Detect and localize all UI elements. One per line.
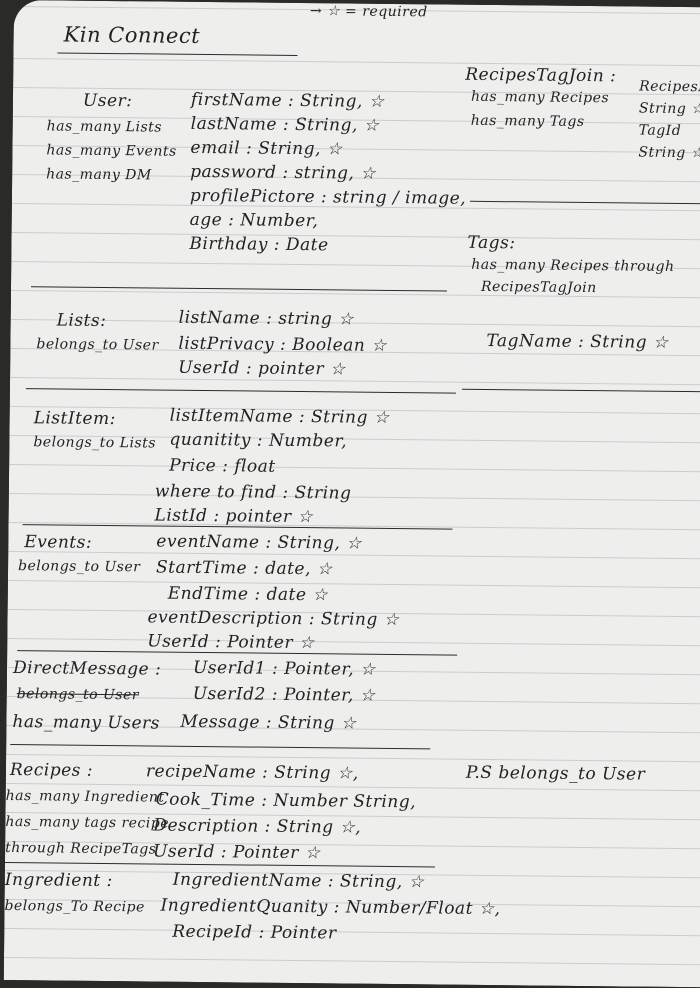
events-field: UserId : Pointer ☆ [147,631,315,654]
user-heading: User: [82,90,133,112]
ingredient-field: IngredientQuanity : Number/Float ☆, [160,895,501,920]
user-field: password : string, ☆ [190,161,377,184]
divider [10,744,431,750]
recipestagjoin-heading: RecipesTagJoin : [465,64,617,87]
listitem-field: Price : float [169,455,276,477]
listitem-field: ListId : pointer ☆ [154,505,314,528]
user-relation: has_many Events [46,142,177,160]
lists-relation: belongs_to User [36,336,159,354]
directmessage-heading: DirectMessage : [12,658,162,680]
user-field: Birthday : Date [189,233,329,256]
divider [25,388,456,394]
divider [4,861,435,868]
directmessage-field: Message : String ☆ [180,711,357,734]
recipes-field: UserId : Pointer ☆ [152,841,321,864]
recipestagjoin-relation: has_many Recipes [470,88,610,107]
recipes-relation: has_many tags recipe [5,813,170,832]
title-underline [57,52,298,56]
recipestagjoin-field: String ☆ [638,100,700,118]
lists-field: listName : string ☆ [178,307,355,330]
user-field: firstName : String, ☆ [190,89,385,112]
recipes-field: Description : String ☆, [153,815,362,838]
ingredient-field: IngredientName : String, ☆ [172,869,425,893]
recipes-relation: has_many Ingredient [5,787,165,806]
tags-relation: has_many Recipes through [471,256,675,275]
divider [30,286,447,292]
listitem-field: quanitity : Number, [169,429,348,452]
tags-field: TagName : String ☆ [486,330,669,353]
ingredient-relation: belongs_To Recipe [4,897,145,916]
recipes-ps-note: P.S belongs_to User [465,762,646,785]
listitem-relation: belongs_to Lists [33,434,157,452]
directmessage-relation: belongs_to User [16,686,140,704]
listitem-field: listItemName : String ☆ [169,405,390,428]
recipestagjoin-field: RecipesId [639,78,700,96]
ingredient-heading: Ingredient : [4,869,113,892]
listitem-field: where to find : String [154,481,352,504]
divider [469,200,700,205]
events-field: StartTime : date, ☆ [155,557,333,580]
user-relation: has_many DM [46,166,152,184]
recipes-relation: through RecipeTags [5,839,157,858]
directmessage-field: UserId2 : Pointer, ☆ [192,683,376,706]
ingredient-field: RecipeId : Pointer [172,921,337,944]
directmessage-relation: has_many Users [12,712,161,734]
required-legend: → ☆ = required [309,3,428,21]
user-field: age : Number, [189,209,319,232]
recipestagjoin-field: TagId [638,122,682,139]
recipes-field: recipeName : String ☆, [145,761,359,784]
events-relation: belongs_to User [17,558,141,576]
recipes-heading: Recipes : [9,760,94,781]
page-title: Kin Connect [63,22,201,48]
lists-field: UserId : pointer ☆ [178,357,346,380]
lists-heading: Lists: [56,310,107,331]
listitem-heading: ListItem: [33,408,116,430]
recipes-field: Cook_Time : Number String, [155,789,417,813]
tags-heading: Tags: [467,232,516,254]
lists-field: listPrivacy : Boolean ☆ [178,333,388,356]
tags-relation: RecipesTagJoin [480,278,597,297]
events-heading: Events: [24,532,93,553]
recipestagjoin-relation: has_many Tags [470,112,585,130]
events-field: eventName : String, ☆ [156,531,363,554]
user-relation: has_many Lists [46,118,163,136]
events-field: EndTime : date ☆ [167,583,329,606]
notebook-page: → ☆ = required Kin Connect User: has_man… [3,0,700,988]
directmessage-field: UserId1 : Pointer, ☆ [192,657,376,680]
user-field: lastName : String, ☆ [190,113,380,136]
user-field: email : String, ☆ [190,137,343,160]
user-field: profilePictore : string / image, [189,185,467,209]
recipestagjoin-field: String ☆ [638,144,700,162]
events-field: eventDescription : String ☆ [147,607,400,631]
divider [461,388,700,393]
